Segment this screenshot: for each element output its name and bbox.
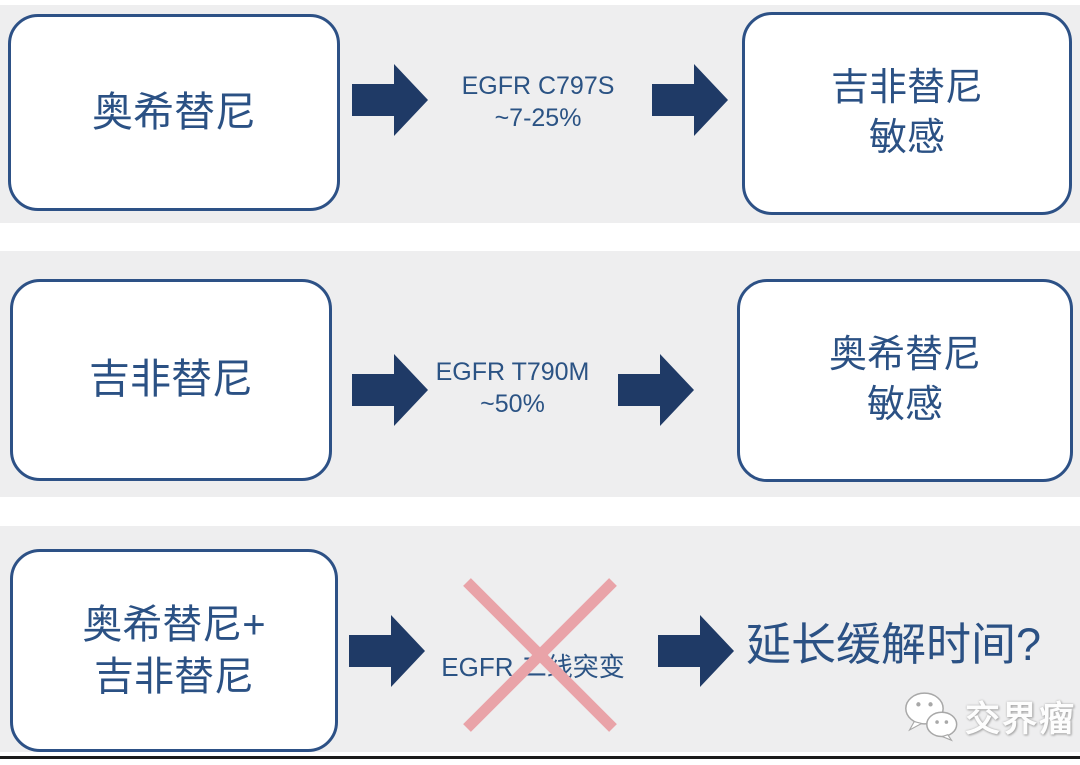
row2-mutation-name: EGFR T790M <box>435 358 590 386</box>
arrow-right-icon <box>618 354 694 426</box>
watermark: 交界瘤 <box>903 690 1076 742</box>
bottom-divider-line <box>0 756 1080 759</box>
row3-source-line1: 奥希替尼+ <box>82 602 266 647</box>
row2-source-label: 吉非替尼 <box>89 356 253 403</box>
arrow-right-icon <box>652 64 728 136</box>
row1-mutation-name: EGFR C797S <box>461 72 615 100</box>
row1-result-box-gefitinib-sensitive: 吉非替尼 敏感 <box>742 12 1072 215</box>
row2-result-line2: 敏感 <box>866 383 943 426</box>
watermark-label: 交界瘤 <box>965 699 1077 739</box>
row3-result-text: 延长缓解时间? <box>746 619 1042 670</box>
row2-mutation-rate: ~50% <box>480 390 545 418</box>
row1-mutation-rate: ~7-25% <box>494 104 582 132</box>
row1-result-line1: 吉非替尼 <box>830 67 983 110</box>
arrow-right-icon <box>352 354 428 426</box>
row2-result-line1: 奥希替尼 <box>828 334 981 377</box>
row3-source-box-combination: 奥希替尼+ 吉非替尼 <box>10 549 338 752</box>
row2-source-box-gefitinib: 吉非替尼 <box>10 279 332 481</box>
wechat-icon <box>903 690 959 742</box>
row2-result-box-osimertinib-sensitive: 奥希替尼 敏感 <box>737 279 1073 482</box>
row2-mutation-label: EGFR T790M ~50% <box>420 356 605 420</box>
cross-x-icon <box>461 576 619 734</box>
row3-source-line2: 吉非替尼 <box>94 654 254 699</box>
arrow-right-icon <box>658 615 734 687</box>
row1-source-label: 奥希替尼 <box>92 88 256 135</box>
arrow-right-icon <box>352 64 428 136</box>
row1-mutation-label: EGFR C797S ~7-25% <box>438 70 638 134</box>
row1-source-box-osimertinib: 奥希替尼 <box>8 14 340 211</box>
row1-result-line2: 敏感 <box>868 116 945 159</box>
arrow-right-icon <box>349 615 425 687</box>
